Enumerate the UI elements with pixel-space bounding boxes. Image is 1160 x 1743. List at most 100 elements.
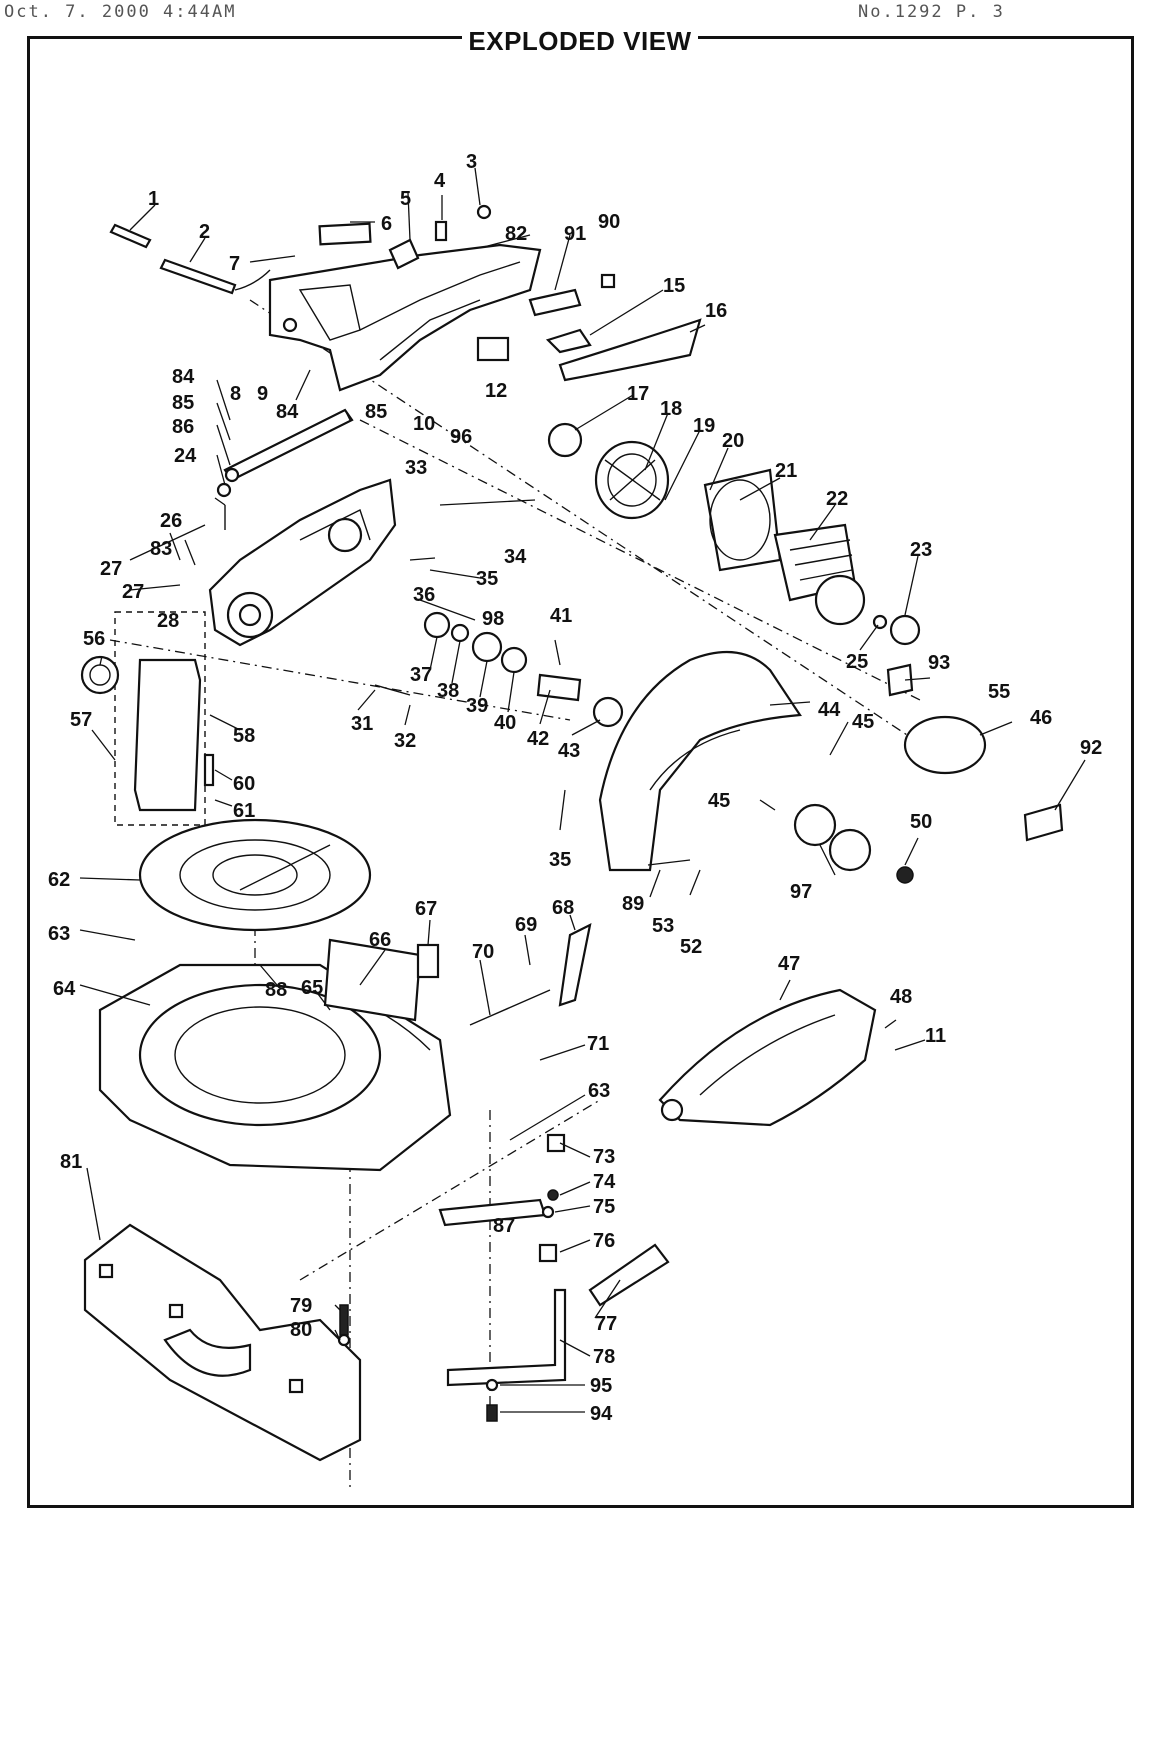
part-90-cap	[600, 273, 616, 289]
label-part-98: 98	[482, 608, 504, 630]
base-foot-81	[83, 1223, 362, 1462]
label-part-27-b: 27	[122, 581, 144, 603]
label-part-6: 6	[381, 213, 392, 235]
axis-spindle	[109, 639, 571, 721]
label-part-41: 41	[550, 605, 572, 627]
label-part-80: 80	[290, 1319, 312, 1341]
part-39-gear	[471, 631, 503, 663]
label-part-39: 39	[466, 695, 488, 717]
label-part-67: 67	[415, 898, 437, 920]
motor-stator-18	[594, 440, 670, 520]
label-part-86: 86	[172, 416, 194, 438]
label-part-69: 69	[515, 914, 537, 936]
label-part-65: 65	[301, 977, 323, 999]
label-part-46: 46	[1030, 707, 1052, 729]
label-part-21: 21	[775, 460, 797, 482]
label-part-91: 91	[564, 223, 586, 245]
label-part-55: 55	[988, 681, 1010, 703]
axis-arm	[359, 419, 921, 701]
label-part-96: 96	[450, 426, 472, 448]
leader-lines	[79, 167, 1086, 1413]
part-66-plate	[323, 938, 422, 1022]
label-part-85-a: 85	[172, 392, 194, 414]
label-part-45-b: 45	[708, 790, 730, 812]
label-part-68: 68	[552, 897, 574, 919]
label-part-3: 3	[466, 151, 477, 173]
part-4-spring	[434, 220, 448, 242]
label-part-60: 60	[233, 773, 255, 795]
label-part-93: 93	[928, 652, 950, 674]
label-part-89: 89	[622, 893, 644, 915]
housing-opening	[709, 479, 771, 561]
label-part-35-b: 35	[549, 849, 571, 871]
part-95-washer	[485, 1378, 499, 1392]
label-part-63-a: 63	[48, 923, 70, 945]
label-part-1: 1	[148, 188, 159, 210]
label-part-25: 25	[846, 651, 868, 673]
label-part-36: 36	[413, 584, 435, 606]
part-68-lever	[558, 923, 592, 1007]
label-part-95: 95	[590, 1375, 612, 1397]
label-part-88: 88	[265, 979, 287, 1001]
label-part-81: 81	[60, 1151, 82, 1173]
label-part-9: 9	[257, 383, 268, 405]
blade-cover-47	[658, 988, 877, 1127]
label-part-16: 16	[705, 300, 727, 322]
label-part-64: 64	[53, 978, 76, 1000]
label-part-17: 17	[627, 383, 649, 405]
label-part-18: 18	[660, 398, 682, 420]
label-part-83: 83	[150, 538, 172, 560]
label-part-33: 33	[405, 457, 427, 479]
part-93-label	[886, 663, 914, 697]
label-part-82: 82	[505, 223, 527, 245]
fax-header-right: No.1292 P. 3	[858, 2, 1005, 22]
part-31-shaft	[374, 684, 411, 696]
label-part-62: 62	[48, 869, 70, 891]
part-24-washer	[216, 482, 232, 498]
label-part-23: 23	[910, 539, 932, 561]
label-part-20: 20	[722, 430, 744, 452]
label-part-45-a: 45	[852, 711, 874, 733]
part-67-block	[416, 943, 440, 979]
label-part-66: 66	[369, 929, 391, 951]
label-part-42: 42	[527, 728, 549, 750]
part-75-washer	[541, 1205, 555, 1219]
label-part-11: 11	[925, 1025, 946, 1047]
label-part-90: 90	[598, 211, 620, 233]
label-part-63-b: 63	[588, 1080, 610, 1102]
part-50-bolt	[896, 866, 914, 884]
part-1-rod	[109, 223, 152, 249]
part-74-screw	[547, 1189, 559, 1201]
label-part-40: 40	[494, 712, 516, 734]
label-part-56: 56	[83, 628, 105, 650]
part-43-gear	[592, 696, 624, 728]
part-15-clip	[545, 328, 592, 354]
part-97-flange-a	[793, 803, 837, 847]
label-part-43: 43	[558, 740, 580, 762]
label-part-92: 92	[1080, 737, 1102, 759]
part-79-bolt	[339, 1304, 349, 1336]
label-part-61: 61	[233, 800, 255, 822]
part-3-nut	[476, 204, 492, 220]
part-16-cover	[558, 318, 702, 382]
label-part-78: 78	[593, 1346, 615, 1368]
part-40-bearing	[500, 646, 528, 674]
part-94-screw	[486, 1404, 498, 1422]
part-12-block	[476, 336, 510, 362]
label-part-2: 2	[199, 221, 210, 243]
turntable-62	[138, 818, 372, 932]
part-86-washer	[224, 467, 240, 483]
label-part-79: 79	[290, 1295, 312, 1317]
label-part-84-b: 84	[276, 401, 299, 423]
part-22-armature	[773, 523, 866, 626]
label-part-70: 70	[472, 941, 494, 963]
part-42-spindle	[536, 673, 582, 702]
label-part-26: 26	[160, 510, 182, 532]
label-part-87: 87	[493, 1215, 515, 1237]
part-25-washer	[872, 614, 888, 630]
part-17-bearing	[547, 422, 583, 458]
label-part-22: 22	[826, 488, 848, 510]
part-38-ring	[450, 623, 470, 643]
label-part-8: 8	[230, 383, 241, 405]
arm-assembly-33	[208, 478, 397, 647]
